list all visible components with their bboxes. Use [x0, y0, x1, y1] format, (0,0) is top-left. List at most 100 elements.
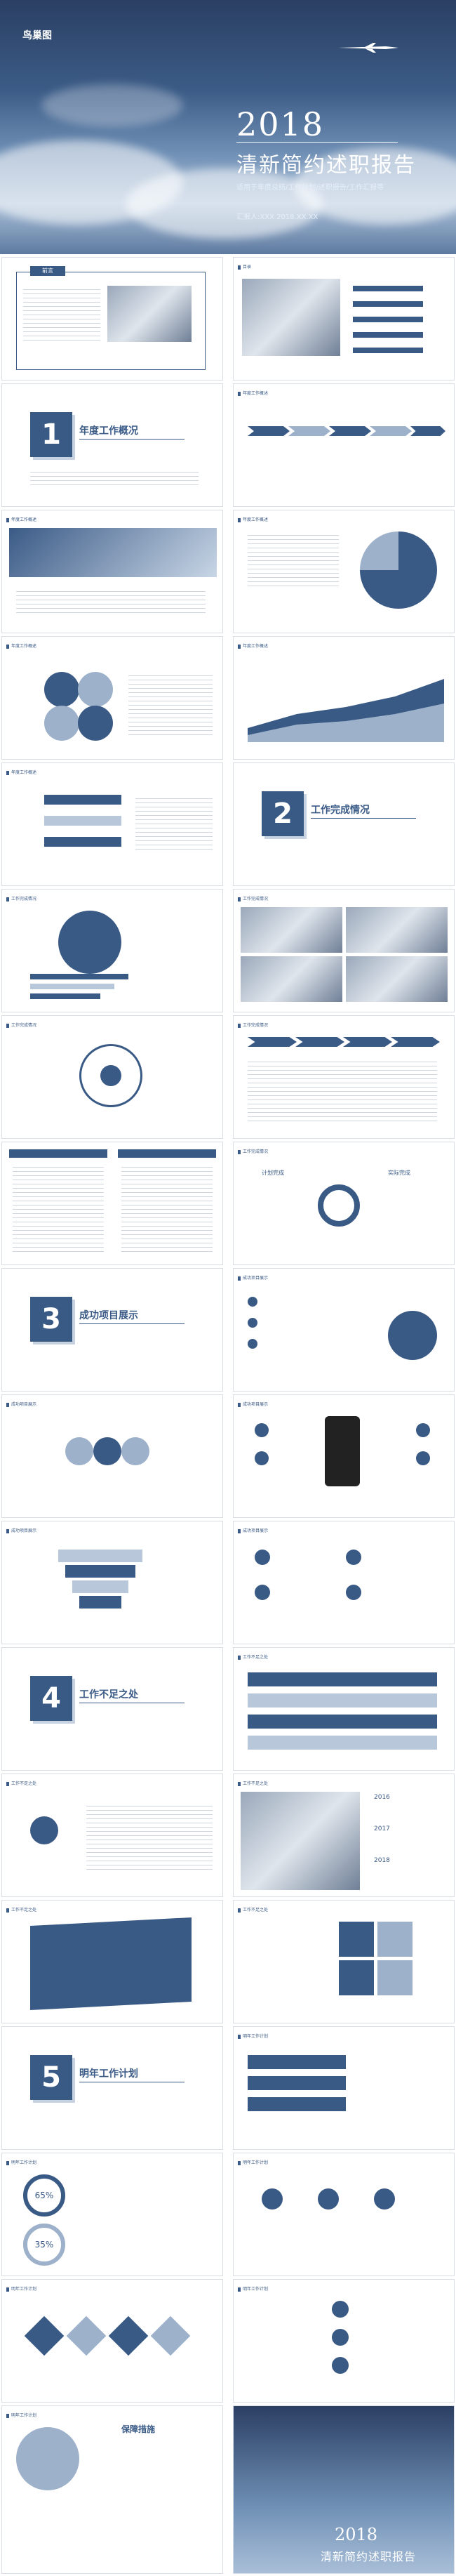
- slide-header: 明年工作计划: [238, 2033, 268, 2039]
- steps-slide: 年度工作概述: [1, 762, 223, 886]
- project-bullet: [248, 1318, 257, 1328]
- slide-header: 工作完成情况: [238, 1022, 268, 1028]
- contents-item[interactable]: [353, 317, 423, 322]
- slide-header: 工作不足之处: [238, 1906, 268, 1913]
- grid-icon: [346, 1550, 361, 1565]
- project-bullet: [248, 1297, 257, 1307]
- area-chart-slide: 年度工作概述: [233, 636, 455, 760]
- overview-slide: 年度工作概述: [233, 383, 455, 507]
- chart-photo: [241, 1792, 360, 1890]
- contents-item[interactable]: [353, 286, 423, 291]
- section5-slide: 5 明年工作计划: [1, 2026, 223, 2150]
- progress-bar: [30, 974, 128, 979]
- closing-year: 2018: [335, 2525, 378, 2544]
- section-title: 年度工作概况: [79, 425, 138, 437]
- pie-chart: [360, 531, 437, 609]
- cover-title: 清新简约述职报告: [236, 153, 416, 178]
- tile: [339, 1922, 374, 1957]
- closing-slide: [233, 2405, 455, 2574]
- section-number: 5: [30, 2055, 72, 2100]
- book-shape: [30, 1917, 192, 2011]
- team-photo: [346, 907, 448, 953]
- intro-frame: [16, 272, 206, 370]
- shortfall-item: [248, 1693, 437, 1708]
- book-slide: 工作不足之处: [1, 1900, 223, 2023]
- cloud-shape: [42, 84, 182, 126]
- feature-icon: [416, 1423, 430, 1437]
- ring-node: [121, 1437, 149, 1465]
- slide-header: 工作完成情况: [6, 895, 36, 901]
- shortfall-diagram-slide: 工作不足之处: [1, 1774, 223, 1897]
- photo-grid-slide: 工作完成情况: [233, 889, 455, 1012]
- building-photo: [107, 286, 192, 342]
- contents-item[interactable]: [353, 301, 423, 307]
- cover-logo: 鸟巢图: [22, 30, 52, 41]
- slide-header: 工作不足之处: [238, 1653, 268, 1660]
- section1-slide: 1 年度工作概况: [1, 383, 223, 507]
- step-bar: [44, 837, 121, 847]
- plan-list-slide: 明年工作计划: [233, 2026, 455, 2150]
- pie-slide: 年度工作概述: [233, 510, 455, 633]
- tiles-slide: 工作不足之处: [233, 1900, 455, 2023]
- actual-label: 实际完成: [388, 1170, 410, 1176]
- project-circle: [388, 1311, 437, 1360]
- cloud-shape: [126, 169, 323, 239]
- intro-title: 前言: [30, 266, 65, 276]
- pie-text: [248, 531, 339, 588]
- slide-header: 明年工作计划: [238, 2159, 268, 2165]
- slide-header: 年度工作概述: [238, 516, 268, 522]
- orbit-circle: [79, 1044, 142, 1107]
- column-header: [118, 1149, 216, 1158]
- year-label: 2017: [374, 1825, 390, 1832]
- shortfall-item: [248, 1672, 437, 1686]
- airplane-icon: [338, 43, 398, 53]
- section2-slide: 2 工作完成情况: [233, 762, 455, 886]
- section4-slide: 4 工作不足之处: [1, 1647, 223, 1771]
- petal-shape: [78, 706, 113, 741]
- step-bar: [44, 795, 121, 805]
- arrow-flow-slide: 工作完成情况: [233, 1015, 455, 1139]
- percent-ring: 35%: [23, 2224, 65, 2266]
- petal-shape: [44, 672, 79, 707]
- arrow-step: [288, 426, 330, 436]
- spiral-band: [65, 1565, 135, 1578]
- slide-header: 年度工作概述: [238, 642, 268, 649]
- spiral-slide: 成功项目展示: [1, 1521, 223, 1644]
- ring-node: [93, 1437, 121, 1465]
- slide-header: 成功项目展示: [6, 1401, 36, 1407]
- plan-label: 计划完成: [262, 1170, 284, 1176]
- column-header: [9, 1149, 107, 1158]
- section-line: [79, 439, 185, 440]
- slide-header: 成功项目展示: [238, 1274, 268, 1281]
- contents-item[interactable]: [353, 332, 423, 338]
- ring-node: [65, 1437, 93, 1465]
- number-badge: [332, 2301, 349, 2318]
- team-photo: [346, 956, 448, 1002]
- closing-title: 清新简约述职报告: [321, 2550, 417, 2563]
- contents-slide: 目录: [233, 257, 455, 381]
- slide-header: 工作完成情况: [238, 895, 268, 901]
- steps-text: [135, 795, 213, 851]
- contents-item[interactable]: [353, 348, 423, 353]
- slide-header: 明年工作计划: [6, 2159, 36, 2165]
- number-badge: [332, 2329, 349, 2346]
- slide-header: 年度工作概述: [6, 642, 36, 649]
- feature-icon: [416, 1451, 430, 1465]
- grid-icon: [255, 1550, 270, 1565]
- tile: [377, 1922, 413, 1957]
- petal-slide: 年度工作概述: [1, 636, 223, 760]
- loop-shape: [318, 1184, 360, 1227]
- cover-reporter: 汇报人:XXX 2018.XX.XX: [236, 213, 318, 221]
- plan-item: [248, 2076, 346, 2090]
- step-bar: [44, 816, 121, 826]
- petal-shape: [78, 672, 113, 707]
- measures-title: 保障措施: [121, 2424, 156, 2434]
- slide-header: 成功项目展示: [238, 1527, 268, 1533]
- monitor-icon: [100, 1065, 121, 1086]
- cover-year: 2018: [236, 105, 325, 143]
- plan-vs-actual-slide: 工作完成情况 计划完成 实际完成: [233, 1142, 455, 1265]
- cloud-shape: [295, 147, 456, 225]
- plan-item: [248, 2055, 346, 2069]
- measures-circle: [16, 2427, 79, 2490]
